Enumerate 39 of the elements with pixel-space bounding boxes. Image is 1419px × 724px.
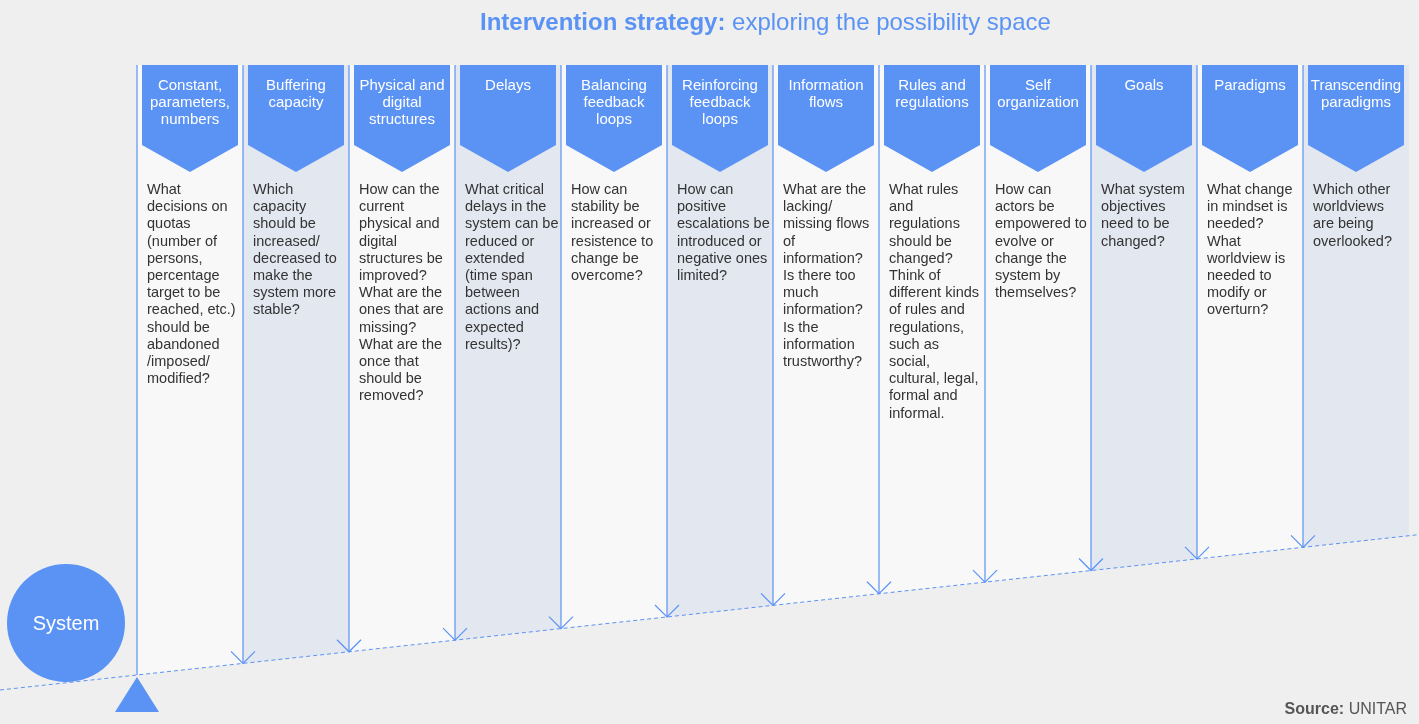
column-panel <box>137 65 243 675</box>
column-panel <box>985 65 1091 583</box>
question-text: What change in mindset is needed? What worldview is needed to modify or overturn? <box>1207 181 1294 319</box>
question-text: Which capacity should be increased/ decreased to make the system more stable? <box>253 181 338 319</box>
column-panel <box>561 65 667 629</box>
column-panel <box>349 65 455 652</box>
column-panel <box>1091 65 1197 571</box>
column-panel <box>879 65 985 594</box>
question-text: What system objectives need to be changed? <box>1101 181 1186 250</box>
column-panel <box>1303 65 1409 548</box>
column-panel <box>243 65 349 664</box>
header-banner: Reinforcing feedback loops <box>672 65 768 172</box>
question-text: How can the current physical and digital structures be improved? What are the ones that are missing? What are the once that should be removed? <box>359 181 445 405</box>
column-panel <box>455 65 561 641</box>
question-text: How can positive escalations be introduced or negative ones limited? <box>677 181 771 285</box>
header-banner: Information flows <box>778 65 874 172</box>
header-banner: Balancing feedback loops <box>566 65 662 172</box>
column-panel <box>1197 65 1303 559</box>
diagram-title: Intervention strategy: exploring the possibility space <box>480 8 1051 36</box>
question-text: How can actors be empowered to evolve or change the system by themselves? <box>995 181 1088 302</box>
header-banner: Physical and digital structures <box>354 65 450 172</box>
column-panel <box>773 65 879 606</box>
header-banner: Constant, parameters, numbers <box>142 65 238 172</box>
question-text: What critical delays in the system can be reduced or extended (time span between actions and expected results)? <box>465 181 559 354</box>
header-banner: Paradigms <box>1202 65 1298 172</box>
question-text: Which other worldviews are being overlooked? <box>1313 181 1393 250</box>
question-text: What decisions on quotas (number of persons, percentage target to be reached, etc.) should be abandoned /imposed/ modified? <box>147 181 237 388</box>
question-text: What are the lacking/ missing flows of information? Is there too much information? Is the information trustworthy? <box>783 181 871 371</box>
column-panel <box>667 65 773 617</box>
header-banner: Goals <box>1096 65 1192 172</box>
header-banner: Self organization <box>990 65 1086 172</box>
system-circle: System <box>7 564 125 682</box>
question-text: What rules and regulations should be changed? Think of different kinds of rules and regulations, such as social, cultural, legal, formal and informal. <box>889 181 980 422</box>
header-banner: Rules and regulations <box>884 65 980 172</box>
source-note: Source: UNITAR <box>1284 700 1407 718</box>
header-banner: Transcending paradigms <box>1308 65 1404 172</box>
header-banner: Buffering capacity <box>248 65 344 172</box>
question-text: How can stability be increased or resistence to change be overcome? <box>571 181 655 285</box>
header-banner: Delays <box>460 65 556 172</box>
